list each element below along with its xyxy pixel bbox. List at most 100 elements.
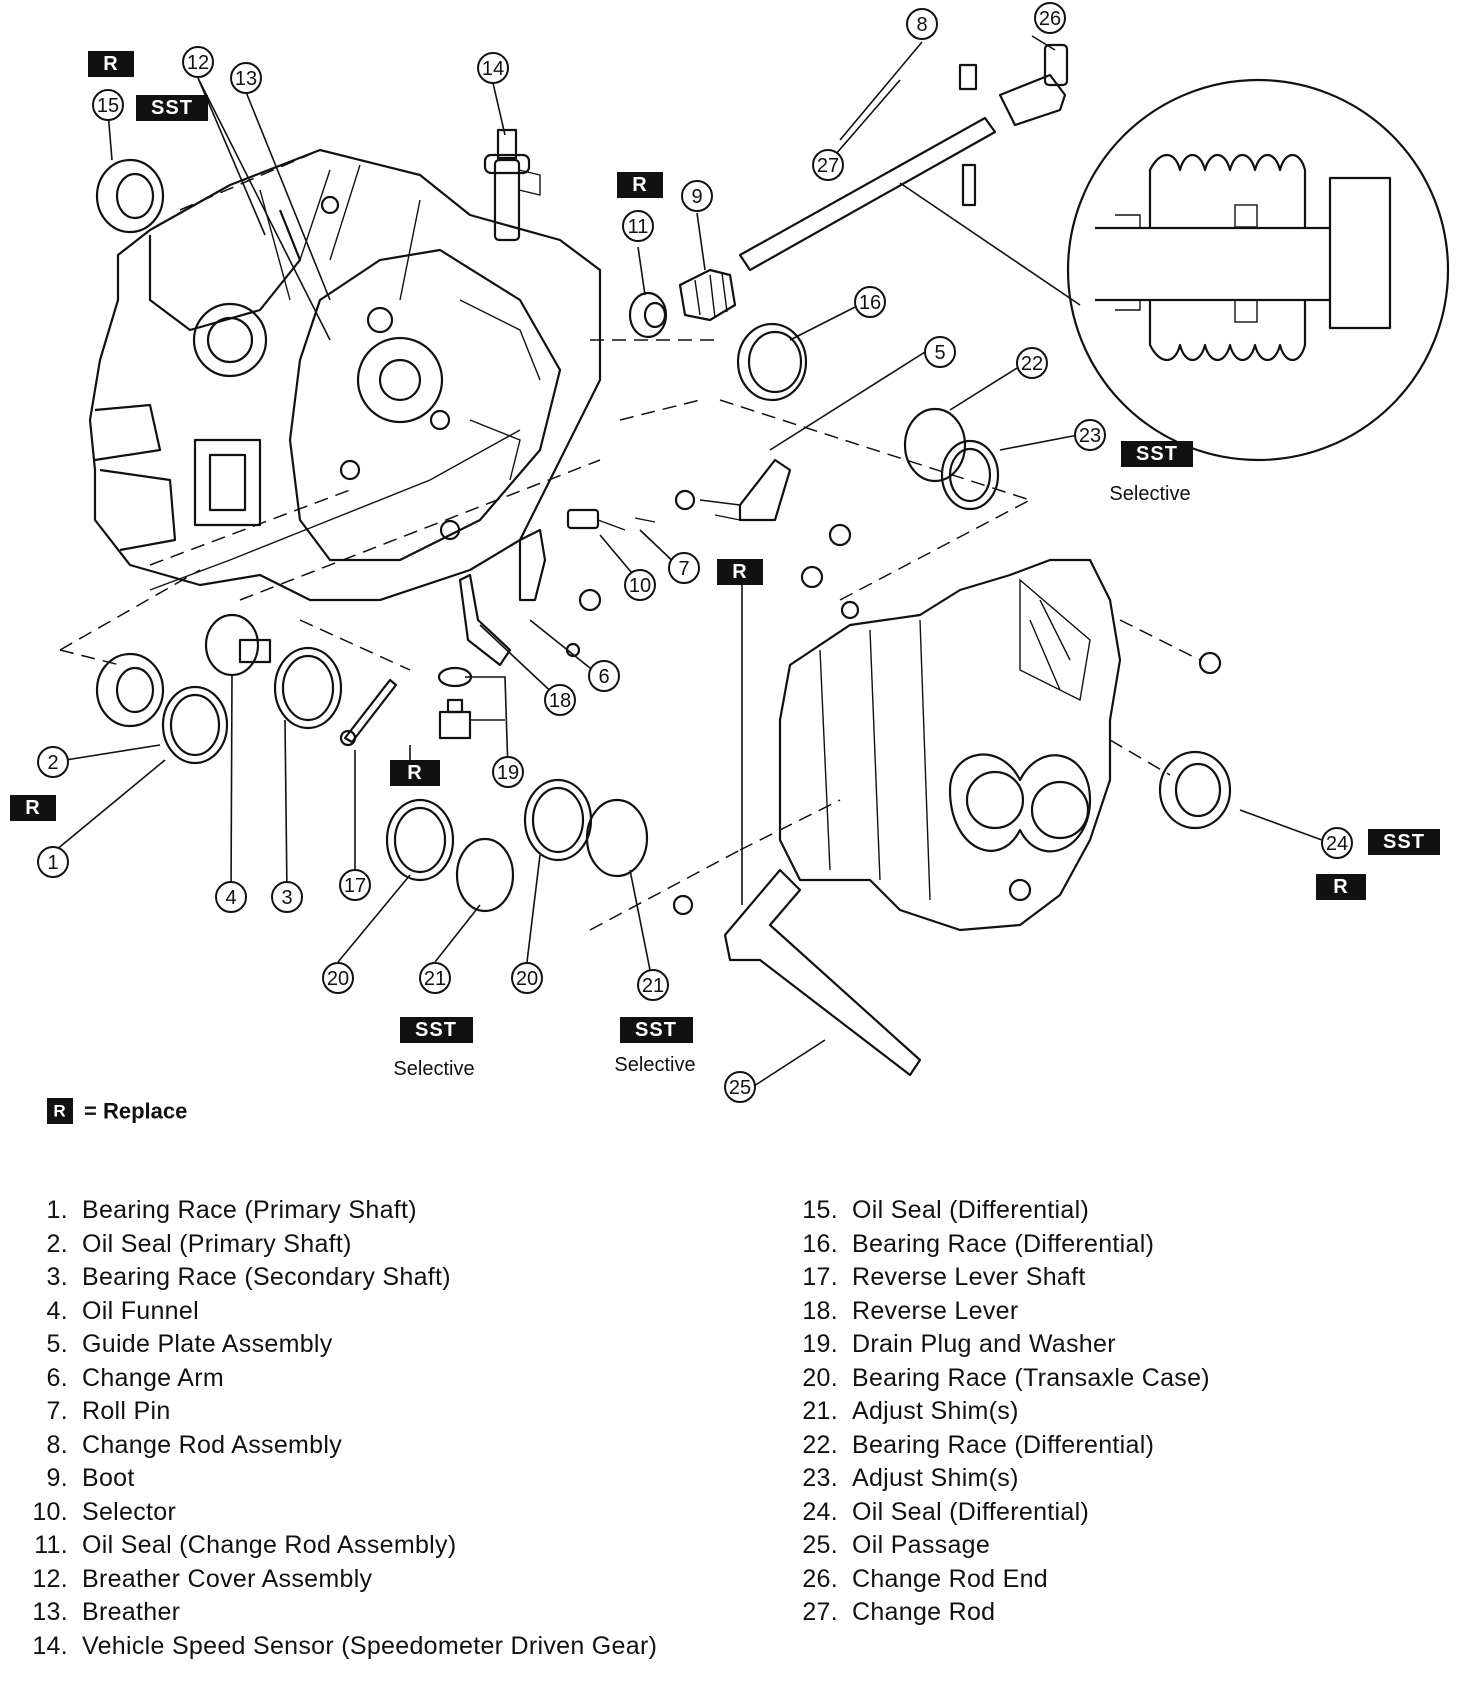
replace-tag: R	[10, 795, 56, 821]
list-item: 14.Vehicle Speed Sensor (Speedometer Dri…	[10, 1630, 680, 1664]
item-number: 20.	[802, 1363, 838, 1392]
svg-text:26: 26	[1039, 8, 1061, 30]
svg-text:21: 21	[642, 975, 664, 997]
list-item: 21.Adjust Shim(s)	[780, 1395, 1440, 1429]
replace-tag: R	[617, 172, 663, 198]
item-number: 9.	[46, 1464, 68, 1492]
item-label: Drain Plug and Washer	[852, 1330, 1116, 1358]
list-item: 26. Change Rod End	[780, 1563, 1440, 1597]
callout-3: 3	[271, 881, 303, 913]
sst-tag: SST	[1121, 441, 1193, 467]
item-number: 15.	[802, 1196, 838, 1224]
item-label: Bearing Race (Primary Shaft)	[82, 1196, 417, 1224]
item-label: Oil Funnel	[82, 1296, 199, 1325]
item-number: 17.	[802, 1263, 838, 1291]
item-number: 7.	[46, 1397, 68, 1425]
item-label: Breather	[82, 1598, 181, 1626]
list-item: 17.Reverse Lever Shaft	[780, 1261, 1440, 1295]
boot-9	[678, 268, 737, 322]
svg-text:SST: SST	[635, 1019, 677, 1041]
item-label: Bearing Race (Differential)	[852, 1430, 1155, 1459]
bearing-race-3	[273, 646, 343, 730]
callout-27: 27	[812, 149, 844, 181]
callout-7: 7	[668, 552, 700, 584]
oil-seal-11	[628, 291, 668, 339]
svg-text:SST: SST	[151, 97, 193, 119]
replace-tag: R	[1316, 874, 1366, 900]
list-item: 9.Boot	[10, 1462, 680, 1496]
list-item: 19. Drain Plug and Washer	[780, 1328, 1440, 1362]
svg-text:7: 7	[678, 558, 689, 580]
selective-note: Selective	[614, 1054, 695, 1076]
svg-text:R: R	[25, 797, 40, 819]
item-number: 18.	[802, 1296, 838, 1325]
svg-text:R: R	[407, 762, 422, 784]
item-label: Guide Plate Assembly	[82, 1330, 333, 1358]
parts-list-right-column: 15.Oil Seal (Differential)16.Bearing Rac…	[780, 1194, 1440, 1630]
sst-tag: SST	[136, 95, 208, 121]
item-number: 1.	[46, 1196, 68, 1224]
callout-4: 4	[215, 881, 247, 913]
svg-text:3: 3	[281, 887, 292, 909]
svg-text:15: 15	[97, 95, 119, 117]
item-number: 24.	[802, 1497, 838, 1526]
item-number: 14.	[32, 1631, 68, 1660]
callout-20: 20	[511, 962, 543, 994]
item-number: 22.	[802, 1430, 838, 1459]
item-number: 10.	[32, 1497, 68, 1526]
svg-text:14: 14	[482, 58, 504, 80]
callout-14: 14	[477, 52, 509, 84]
item-label: Bearing Race (Transaxle Case)	[852, 1363, 1210, 1392]
sst-tag: SST	[620, 1017, 693, 1043]
item-number: 27.	[802, 1598, 838, 1626]
boot-detail-inset	[1066, 78, 1450, 462]
svg-text:16: 16	[859, 292, 881, 314]
replace-tag: R	[390, 760, 440, 786]
replace-tag: R	[717, 559, 763, 585]
svg-text:1: 1	[47, 852, 58, 874]
clutch-housing	[88, 148, 602, 602]
svg-text:R: R	[732, 561, 747, 583]
diagram-canvas: 1234567891011121314151617181920202121222…	[10, 2, 1450, 1124]
callout-11: 11	[622, 210, 654, 242]
callout-1: 1	[37, 846, 69, 878]
callout-5: 5	[924, 336, 956, 368]
svg-text:SST: SST	[415, 1019, 457, 1041]
replace-tag: R	[88, 51, 134, 77]
item-label: Roll Pin	[82, 1397, 171, 1425]
list-item: 15.Oil Seal (Differential)	[780, 1194, 1440, 1228]
list-item: 18. Reverse Lever	[780, 1295, 1440, 1329]
item-label: Change Rod	[852, 1598, 996, 1626]
list-item: 7. Roll Pin	[10, 1395, 680, 1429]
item-label: Change Rod Assembly	[82, 1430, 343, 1459]
svg-text:R: R	[103, 53, 118, 75]
list-item: 16.Bearing Race (Differential)	[780, 1228, 1440, 1262]
speed-sensor-14	[483, 128, 541, 242]
item-label: Change Rod End	[852, 1564, 1049, 1593]
callout-15: 15	[92, 89, 124, 121]
adjust-shim-21b	[585, 798, 649, 878]
svg-text:22: 22	[1021, 353, 1043, 375]
transaxle-case	[778, 558, 1122, 932]
bearing-race-20b	[523, 778, 593, 862]
sst-tag: SST	[1368, 829, 1440, 855]
svg-text:R: R	[53, 1102, 66, 1121]
bearing-race-16	[736, 322, 808, 402]
adjust-shim-23	[940, 439, 1000, 511]
callout-12: 12	[182, 46, 214, 78]
reverse-lever-shaft-17	[343, 678, 398, 744]
item-label: Change Arm	[82, 1363, 224, 1392]
oil-funnel-4	[204, 613, 272, 677]
item-number: 26.	[802, 1564, 838, 1593]
callout-17: 17	[339, 869, 371, 901]
item-label: Reverse Lever	[852, 1296, 1019, 1325]
list-item: 3.Bearing Race (Secondary Shaft)	[10, 1261, 680, 1295]
item-label: Bearing Race (Differential)	[852, 1229, 1155, 1258]
svg-text:27: 27	[817, 155, 839, 177]
callout-20: 20	[322, 962, 354, 994]
item-number: 19.	[802, 1330, 838, 1358]
callout-25: 25	[724, 1071, 756, 1103]
item-number: 12.	[32, 1564, 68, 1593]
